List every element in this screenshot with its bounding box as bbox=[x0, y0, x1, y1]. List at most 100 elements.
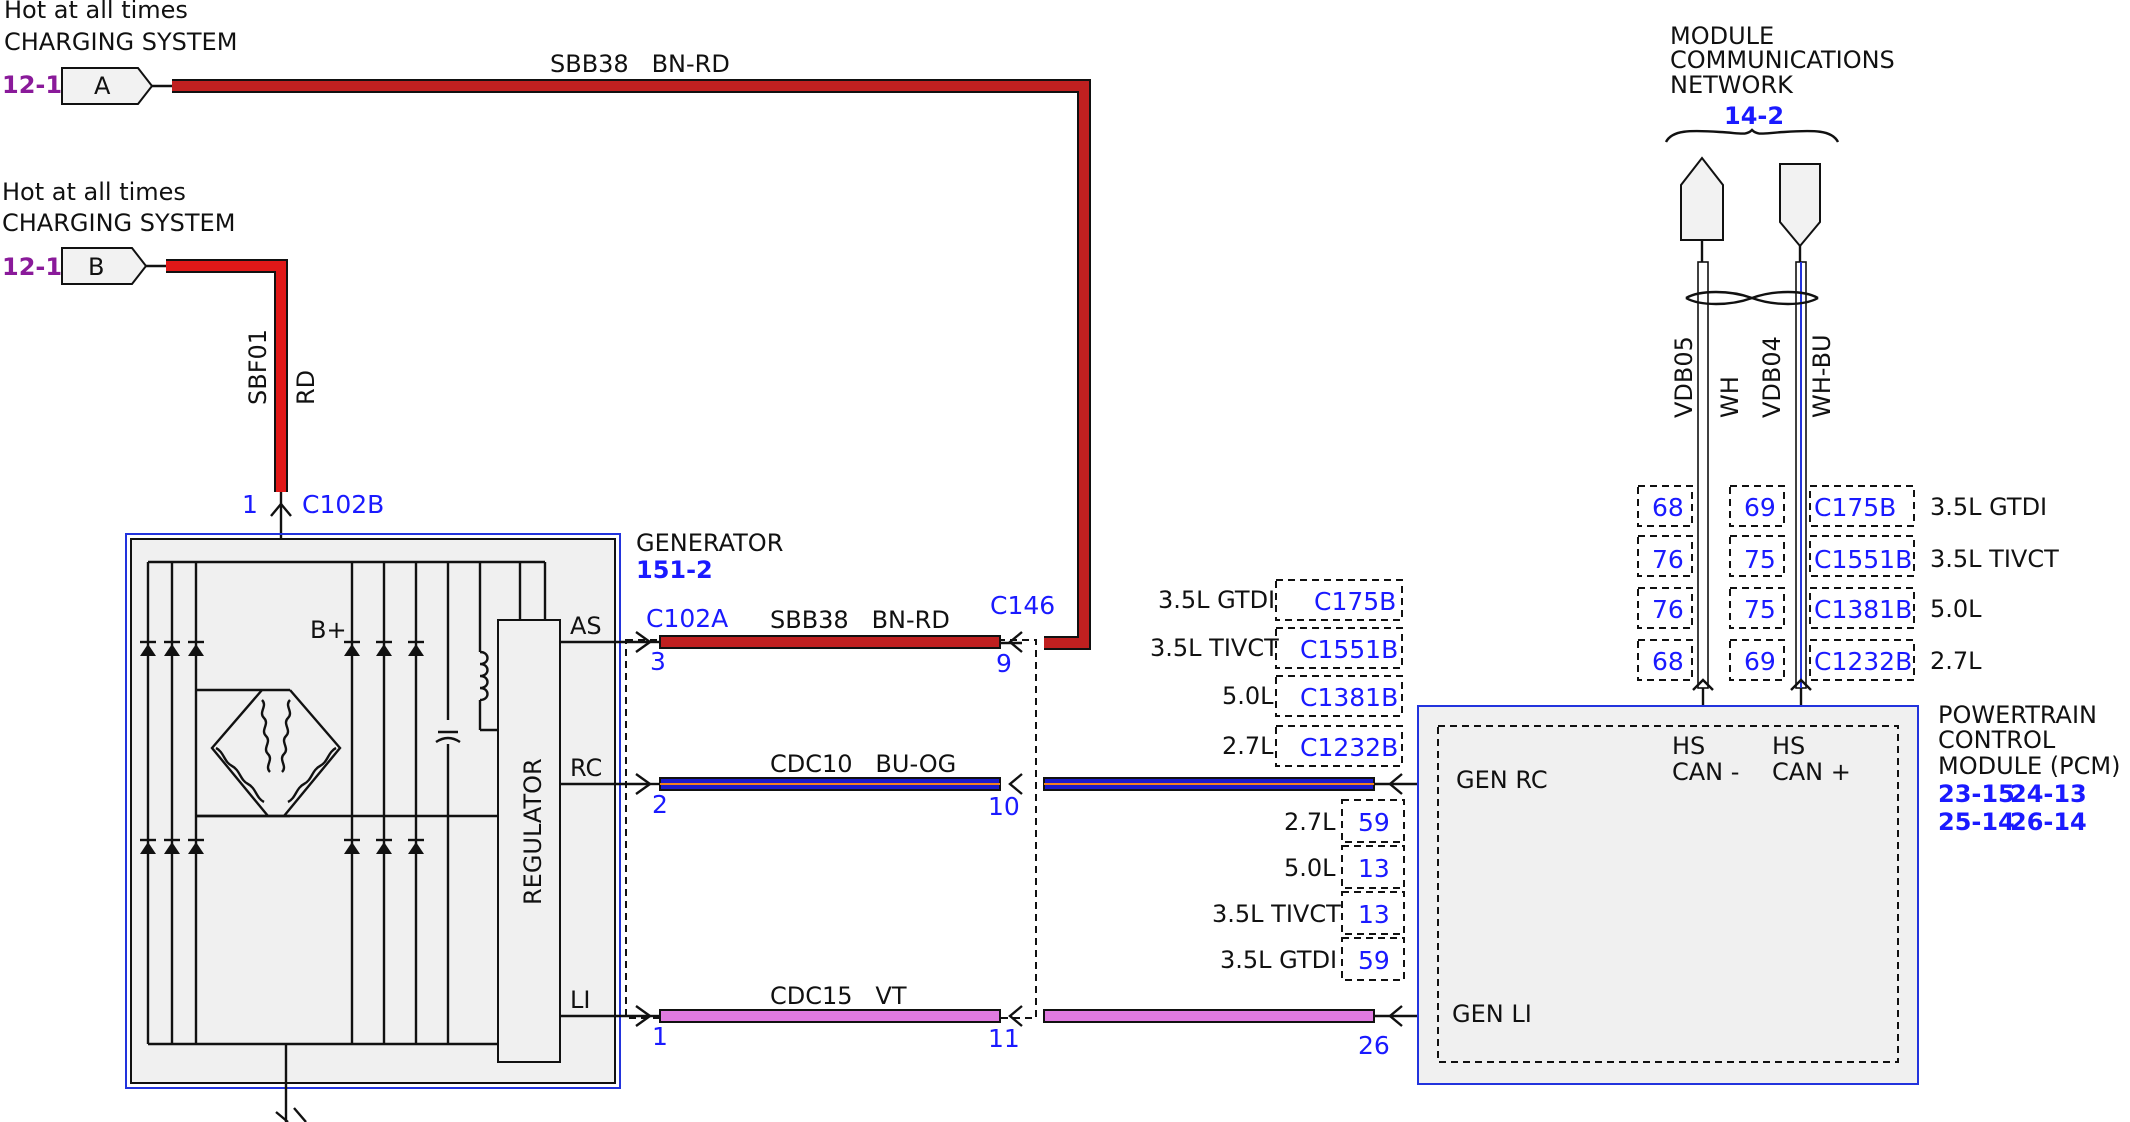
source-b-ref[interactable]: 12-1 bbox=[2, 253, 62, 281]
diode-icon bbox=[140, 640, 424, 854]
wire-cdc15-seg2[interactable] bbox=[1043, 1009, 1375, 1023]
source-a: Hot at all times CHARGING SYSTEM 12-1 A bbox=[2, 0, 237, 105]
twist-icon bbox=[1685, 290, 1819, 306]
regulator-box[interactable] bbox=[497, 619, 561, 1063]
li-pin-2: 13 bbox=[1358, 854, 1390, 883]
can-engine-2: 3.5L TIVCT bbox=[1930, 545, 2059, 573]
pcm-body[interactable] bbox=[1417, 705, 1919, 1085]
generator-ref[interactable]: 151-2 bbox=[636, 556, 713, 584]
li-pin-3: 13 bbox=[1358, 900, 1390, 929]
inline-connectors-dashed bbox=[625, 639, 1037, 1019]
source-b-line2: CHARGING SYSTEM bbox=[2, 209, 235, 237]
can-connector-3[interactable]: C1381B bbox=[1814, 595, 1912, 624]
pcm-pin-26: 26 bbox=[1358, 1031, 1390, 1060]
pcm-ref-1a[interactable]: 23-15 bbox=[1938, 780, 2015, 808]
can-pos-pin-1: 69 bbox=[1744, 493, 1776, 522]
wire-sbb38-top[interactable] bbox=[172, 81, 1089, 648]
rc-connector-4[interactable]: C1232B bbox=[1300, 733, 1398, 762]
wire-sbb38-mid-label: SBB38 BN-RD bbox=[770, 606, 950, 634]
wire-cdc10-label: CDC10 BU-OG bbox=[770, 750, 956, 778]
pcm-title-line3: MODULE (PCM) bbox=[1938, 752, 2120, 780]
source-a-ref[interactable]: 12-1 bbox=[2, 71, 62, 99]
stator-winding-icon bbox=[196, 688, 342, 818]
can-low-connector-icon[interactable] bbox=[1680, 156, 1724, 241]
li-engine-1: 2.7L bbox=[1284, 808, 1336, 836]
wire-sbb38-mid[interactable] bbox=[659, 635, 1001, 649]
can-neg-pin-1: 68 bbox=[1652, 493, 1684, 522]
wire-vdb04-color: WH-BU bbox=[1808, 334, 1836, 418]
can-neg-pin-2: 76 bbox=[1652, 545, 1684, 574]
wire-sbf01-label: SBF01 bbox=[244, 329, 272, 405]
pin-li-label: LI bbox=[570, 986, 590, 1014]
li-pin-1: 59 bbox=[1358, 808, 1390, 837]
rc-engine-1: 3.5L GTDI bbox=[1158, 586, 1275, 614]
source-a-line1: Hot at all times bbox=[4, 0, 188, 24]
capacitor-plate-2 bbox=[435, 736, 461, 744]
pcm-ref-2b[interactable]: 26-14 bbox=[2010, 808, 2087, 836]
wire-sbb38-top-label: SBB38 BN-RD bbox=[550, 50, 730, 78]
pcm-module: POWERTRAIN CONTROL MODULE (PCM) 23-15 24… bbox=[1417, 701, 2120, 1085]
wire-sbf01[interactable] bbox=[166, 261, 286, 492]
rc-engine-3: 5.0L bbox=[1222, 682, 1274, 710]
ground-icon bbox=[275, 1107, 307, 1122]
wire-cdc15-label: CDC15 VT bbox=[770, 982, 907, 1010]
connector-b-pin: B bbox=[88, 253, 104, 281]
pcm-ref-1b[interactable]: 24-13 bbox=[2010, 780, 2087, 808]
li-engine-3: 3.5L TIVCT bbox=[1212, 900, 1341, 928]
can-connector-1[interactable]: C175B bbox=[1814, 493, 1896, 522]
network-line2: COMMUNICATIONS bbox=[1670, 46, 1895, 74]
can-pos-pin-4: 69 bbox=[1744, 647, 1776, 676]
connector-a-pin: A bbox=[94, 72, 111, 100]
can-connector-4[interactable]: C1232B bbox=[1814, 647, 1912, 676]
rc-engine-2: 3.5L TIVCT bbox=[1150, 634, 1279, 662]
connector-a-flag bbox=[61, 67, 154, 105]
network-ref[interactable]: 14-2 bbox=[1724, 102, 1784, 130]
field-coil-icon bbox=[479, 650, 489, 702]
can-pos-pin-2: 75 bbox=[1744, 545, 1776, 574]
c102a-pins bbox=[635, 631, 660, 1027]
wire-vdb05-color: WH bbox=[1716, 376, 1744, 418]
generator: GENERATOR 151-2 bbox=[125, 529, 783, 1089]
c102a-pin-3: 3 bbox=[650, 647, 666, 676]
can-engine-4: 2.7L bbox=[1930, 647, 1982, 675]
wire-cdc15-seg1[interactable] bbox=[659, 1009, 1001, 1023]
network-line3: NETWORK bbox=[1670, 71, 1794, 99]
c146-label[interactable]: C146 bbox=[990, 591, 1055, 620]
rc-engine-4: 2.7L bbox=[1222, 732, 1274, 760]
can-neg-pin-4: 68 bbox=[1652, 647, 1684, 676]
vdb04-wire[interactable] bbox=[1795, 261, 1807, 689]
pcm-can-neg: CAN - bbox=[1672, 758, 1739, 786]
can-neg-pin-3: 76 bbox=[1652, 595, 1684, 624]
regulator-label: REGULATOR bbox=[519, 758, 547, 905]
generator-outer-border bbox=[125, 533, 621, 1089]
li-pin-4: 59 bbox=[1358, 946, 1390, 975]
pcm-inner-dashed bbox=[1437, 725, 1899, 1063]
c102b-label[interactable]: C102B bbox=[302, 490, 384, 519]
can-engine-3: 5.0L bbox=[1930, 595, 1982, 623]
wire-vdb05-label: VDB05 bbox=[1670, 336, 1698, 418]
generator-title: GENERATOR bbox=[636, 529, 783, 557]
li-variant-table: 2.7L 59 5.0L 13 3.5L TIVCT 13 3.5L GTDI … bbox=[1212, 799, 1405, 981]
connector-b-flag bbox=[61, 247, 148, 285]
can-connector-2[interactable]: C1551B bbox=[1814, 545, 1912, 574]
source-a-line2: CHARGING SYSTEM bbox=[4, 28, 237, 56]
bplus-label: B+ bbox=[310, 616, 347, 644]
can-pos-pin-3: 75 bbox=[1744, 595, 1776, 624]
can-high-connector-icon[interactable] bbox=[1779, 163, 1821, 248]
rc-connector-3[interactable]: C1381B bbox=[1300, 683, 1398, 712]
network-line1: MODULE bbox=[1670, 22, 1774, 50]
c102b-pin: 1 bbox=[242, 490, 258, 519]
c146-pin-11: 11 bbox=[988, 1024, 1020, 1053]
rc-connector-2[interactable]: C1551B bbox=[1300, 635, 1398, 664]
pcm-hs-2: HS bbox=[1772, 732, 1805, 760]
wire-vdb04-label: VDB04 bbox=[1758, 336, 1786, 418]
pcm-can-pos: CAN + bbox=[1772, 758, 1851, 786]
c102a-label[interactable]: C102A bbox=[646, 604, 728, 633]
c146-pin-10: 10 bbox=[988, 792, 1020, 821]
li-engine-2: 5.0L bbox=[1284, 854, 1336, 882]
vdb05-wire[interactable] bbox=[1697, 261, 1709, 689]
c102a-pin-1: 1 bbox=[652, 1022, 668, 1051]
pcm-ref-2a[interactable]: 25-14 bbox=[1938, 808, 2015, 836]
rc-connector-1[interactable]: C175B bbox=[1314, 587, 1396, 616]
rc-variant-table: 3.5L GTDI C175B 3.5L TIVCT C1551B 5.0L C… bbox=[1150, 579, 1403, 767]
